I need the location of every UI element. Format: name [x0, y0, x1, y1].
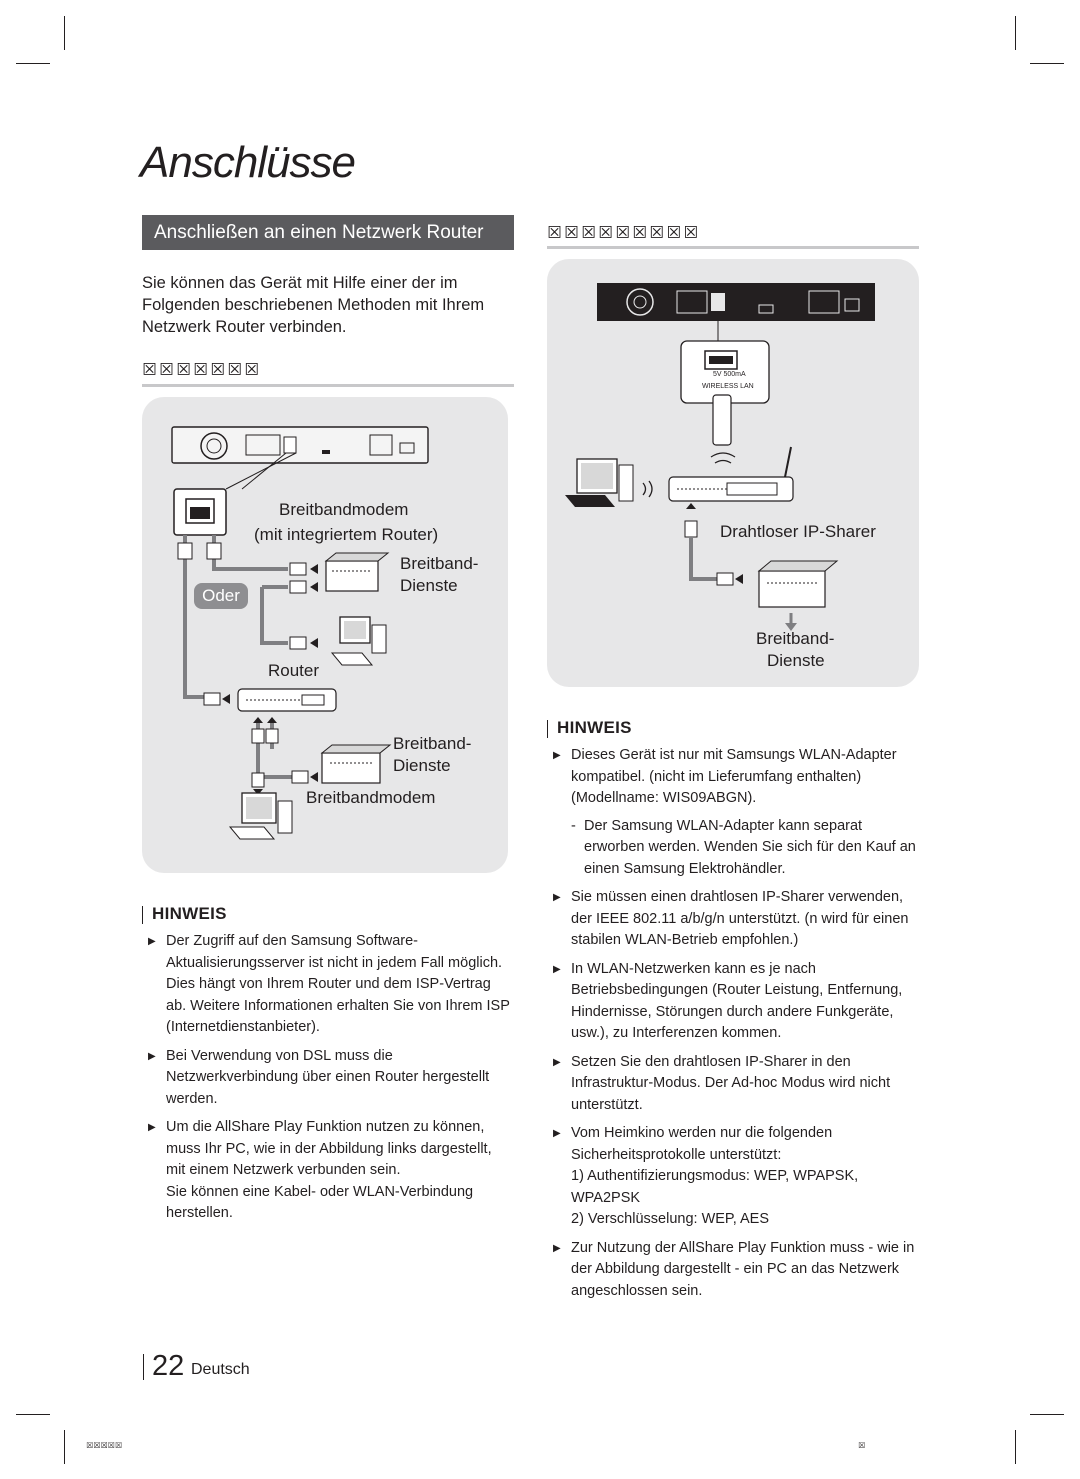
- note-subtext: 2) Verschlüsselung: WEP, AES: [571, 1211, 770, 1227]
- router-icon: [668, 446, 794, 502]
- right-note-list: ▶ Dieses Gerät ist nur mit Samsungs WLAN-…: [547, 745, 921, 1309]
- label-services-1a: Breitband-: [400, 554, 479, 573]
- note-subtext: 1) Authentifizierungsmodus: WEP, WPAPSK,…: [571, 1168, 859, 1206]
- crop-mark: [64, 1430, 65, 1464]
- label-modem-sub: (mit integriertem Router): [254, 525, 439, 544]
- list-item: ▶ Um die AllShare Play Funktion nutzen zu…: [142, 1117, 514, 1225]
- modem-icon: [757, 560, 839, 608]
- list-item: ▶ Zur Nutzung der AllShare Play Funktion …: [547, 1238, 921, 1303]
- desktop-pc-icon: [228, 792, 293, 840]
- desktop-pc-icon: [330, 616, 387, 666]
- list-item: ▶ Dieses Gerät ist nur mit Samsungs WLAN-…: [547, 745, 921, 880]
- wireless-diagram-panel: 5V 500mA WIRELESS LAN Drahtloser IP-Shar…: [547, 259, 919, 687]
- page-number-bar: [143, 1354, 144, 1380]
- triangle-right-icon: ▶: [553, 750, 561, 761]
- note-text: Setzen Sie den drahtlosen IP-Sharer in d…: [571, 1053, 891, 1113]
- triangle-right-icon: ▶: [553, 1056, 561, 1068]
- note-text: Um die AllShare Play Funktion nutzen zu …: [166, 1119, 492, 1178]
- receiver-rear-panel-icon: [597, 283, 875, 321]
- wifi-signal-icon: [642, 452, 736, 498]
- left-note-list: ▶ Der Zugriff auf den Samsung Software-Ak…: [142, 931, 514, 1232]
- triangle-right-icon: ▶: [148, 936, 156, 947]
- crop-mark: [1015, 16, 1016, 50]
- note-text: In WLAN-Netzwerken kann es je nach Betri…: [571, 960, 903, 1042]
- label-router: Router: [268, 661, 320, 680]
- triangle-right-icon: ▶: [553, 1128, 561, 1139]
- crop-mark: [16, 63, 50, 64]
- note-text: Sie müssen einen drahtlosen IP-Sharer ve…: [571, 889, 909, 948]
- usb-wlan-adapter-icon: [712, 394, 732, 446]
- crop-mark: [1015, 1430, 1016, 1464]
- modem-icon: [320, 744, 392, 784]
- page-number: 22: [152, 1350, 185, 1382]
- section-title: Anschließen an einen Netzwerk Router: [142, 215, 514, 250]
- receiver-rear-panel-icon: [171, 426, 429, 464]
- list-item: ▶ Sie müssen einen drahtlosen IP-Sharer v…: [547, 887, 921, 952]
- triangle-right-icon: ▶: [148, 1050, 156, 1062]
- label-modem: Breitbandmodem: [279, 500, 409, 519]
- label-sharer: Drahtloser IP-Sharer: [720, 522, 876, 541]
- left-subheading: ☒☒☒☒☒☒☒: [142, 352, 514, 387]
- label-services-a: Breitband-: [756, 629, 835, 648]
- left-subheading-text: ☒☒☒☒☒☒☒: [142, 352, 262, 381]
- note-text: Der Zugriff auf den Samsung Software-Akt…: [166, 933, 510, 1035]
- list-item: ▶ Der Zugriff auf den Samsung Software-Ak…: [142, 931, 514, 1039]
- list-item: ▶ In WLAN-Netzwerken kann es je nach Betr…: [547, 959, 921, 1045]
- footer-left-code: ☒☒☒☒☒: [86, 1437, 123, 1451]
- page-language: Deutsch: [191, 1361, 250, 1378]
- right-heading-text: ☒☒☒☒☒☒☒☒☒: [547, 215, 701, 244]
- triangle-right-icon: ▶: [553, 892, 561, 903]
- note-text: Dieses Gerät ist nur mit Samsungs WLAN-A…: [571, 747, 897, 806]
- label-modem-2: Breitbandmodem: [306, 788, 436, 807]
- wireless-diagram: [565, 283, 875, 631]
- label-services-b: Dienste: [767, 651, 825, 670]
- list-item: ▶ Setzen Sie den drahtlosen IP-Sharer in …: [547, 1052, 921, 1117]
- modem-icon: [324, 552, 390, 592]
- port-rating: 5V 500mA: [713, 371, 746, 378]
- note-text: Bei Verwendung von DSL muss die Netzwerk…: [166, 1047, 490, 1107]
- intro-text: Sie können das Gerät mit Hilfe einer der…: [142, 274, 485, 336]
- triangle-right-icon: ▶: [553, 963, 561, 975]
- wired-diagram: [171, 426, 429, 840]
- crop-mark: [64, 16, 65, 50]
- footer-right-code: ☒: [858, 1437, 866, 1451]
- right-note-title: HINWEIS: [547, 718, 632, 738]
- router-icon: [237, 688, 337, 712]
- crop-mark: [1030, 63, 1064, 64]
- note-text: Zur Nutzung der AllShare Play Funktion m…: [571, 1239, 915, 1299]
- right-heading: ☒☒☒☒☒☒☒☒☒: [547, 215, 919, 249]
- crop-mark: [1030, 1414, 1064, 1415]
- list-item: ▶ Bei Verwendung von DSL muss die Netzwer…: [142, 1046, 514, 1111]
- label-services-2a: Breitband-: [393, 734, 472, 753]
- label-services-1b: Dienste: [400, 576, 458, 595]
- left-note-title: HINWEIS: [142, 904, 227, 924]
- triangle-right-icon: ▶: [553, 1242, 561, 1254]
- oder-badge: Oder: [194, 583, 248, 609]
- crop-mark: [16, 1414, 50, 1415]
- note-text: Vom Heimkino werden nur die folgenden Si…: [571, 1125, 833, 1163]
- note-dash-text: Der Samsung WLAN-Adapter kann separat er…: [571, 816, 921, 881]
- desktop-pc-icon: [565, 458, 634, 507]
- label-services-2b: Dienste: [393, 756, 451, 775]
- triangle-right-icon: ▶: [148, 1122, 156, 1133]
- list-item: ▶ Vom Heimkino werden nur die folgenden S…: [547, 1123, 921, 1231]
- port-label: WIRELESS LAN: [702, 383, 754, 390]
- wired-diagram-panel: Breitbandmodem (mit integriertem Router)…: [142, 397, 508, 873]
- page-title: Anschlüsse: [140, 138, 356, 187]
- note-subtext: Sie können eine Kabel- oder WLAN-Verbind…: [166, 1183, 474, 1222]
